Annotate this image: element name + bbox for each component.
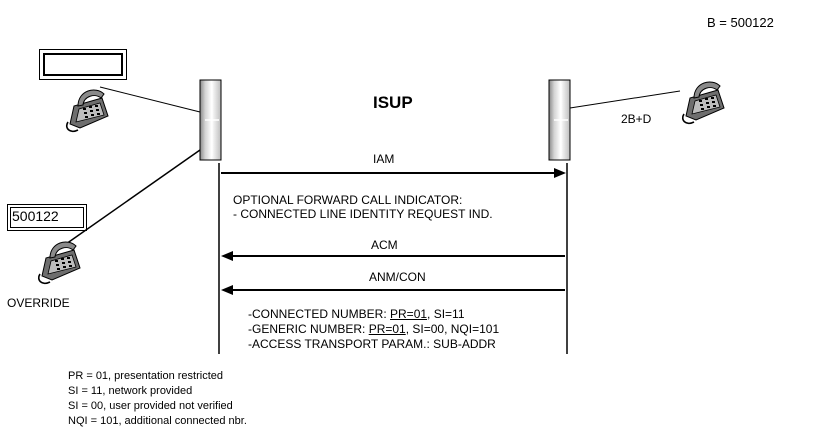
line-isdn-phone bbox=[569, 90, 681, 109]
legend-line-2: SI = 11, network provided bbox=[68, 385, 193, 397]
message-iam-label: IAM bbox=[373, 152, 395, 166]
display-box-number: 500122 bbox=[7, 204, 87, 231]
telephone-icon-a-override bbox=[37, 241, 81, 285]
param-connected-number: -CONNECTED NUMBER: PR=01, SI=11 bbox=[248, 307, 465, 321]
switch-b-icon bbox=[548, 79, 571, 161]
arrow-iam bbox=[221, 168, 566, 178]
b-number-label: B = 500122 bbox=[707, 15, 774, 30]
switch-a-icon bbox=[199, 79, 222, 161]
access-label: 2B+D bbox=[621, 112, 652, 126]
protocol-title: ISUP bbox=[373, 93, 413, 112]
forward-indicator-line-2: - CONNECTED LINE IDENTITY REQUEST IND. bbox=[233, 207, 493, 221]
line-display-phone bbox=[99, 86, 201, 113]
legend-line-4: NQI = 101, additional connected nbr. bbox=[68, 415, 247, 427]
line-override-phone bbox=[65, 149, 201, 245]
arrow-anm bbox=[221, 285, 565, 295]
legend-line-3: SI = 00, user provided not verified bbox=[68, 400, 233, 412]
telephone-icon-b-isdn bbox=[681, 81, 725, 125]
forward-indicator-line-1: OPTIONAL FORWARD CALL INDICATOR: bbox=[233, 193, 463, 207]
param-generic-number: -GENERIC NUMBER: PR=01, SI=00, NQI=101 bbox=[248, 322, 500, 336]
display-number: 500122 bbox=[10, 207, 84, 228]
message-anm-label: ANM/CON bbox=[369, 270, 426, 284]
param-access-transport: -ACCESS TRANSPORT PARAM.: SUB-ADDR bbox=[248, 337, 496, 351]
arrow-acm bbox=[221, 251, 565, 261]
message-acm-label: ACM bbox=[371, 238, 398, 252]
telephone-icon-a-display bbox=[65, 89, 109, 133]
legend-line-1: PR = 01, presentation restricted bbox=[68, 370, 223, 382]
override-label: OVERRIDE bbox=[7, 296, 70, 310]
display-box-empty bbox=[39, 49, 127, 80]
